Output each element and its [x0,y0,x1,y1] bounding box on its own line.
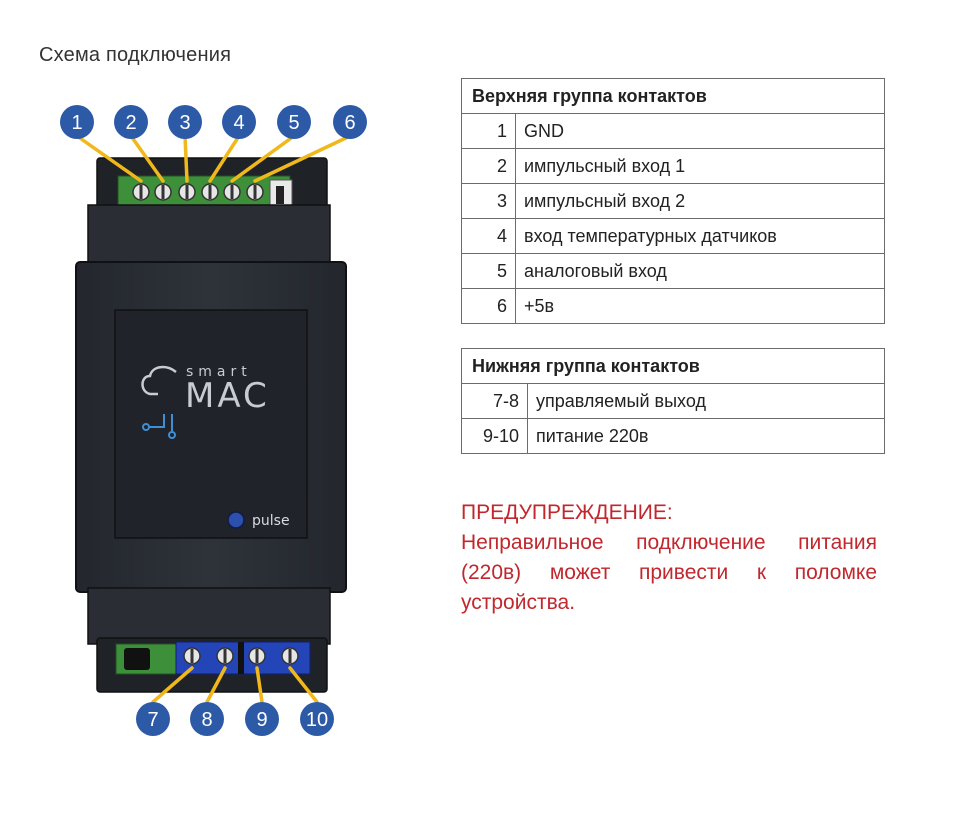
arrow-line [253,134,352,183]
logo-small-text: smart [186,364,252,380]
pin-marker-label: 6 [344,112,355,134]
warning-title: ПРЕДУПРЕЖДЕНИЕ: [461,501,673,524]
pin-marker: 5 [277,105,311,139]
screw-icon [248,647,266,665]
pin-marker: 8 [190,702,224,736]
screw-icon [246,183,264,201]
arrow-line [208,134,241,183]
arrow-line [183,134,189,183]
pin-marker: 1 [60,105,94,139]
device-diagram: smart MAC pulse 1 2 3 4 5 6 7 8 9 10 [60,105,367,736]
upper-shoulder [87,204,331,268]
pin-number: 7-8 [461,383,528,419]
screw-icon [178,183,196,201]
warning-text: Неправильное подключение питания (220в) … [461,531,877,614]
arrow-line [151,666,194,704]
arrow-line [288,666,319,704]
pin-description: вход температурных датчиков [515,218,885,254]
pin-marker: 10 [300,702,334,736]
pin-number: 2 [461,148,516,184]
bottom-table-header: Нижняя группа контактов [461,348,885,384]
arrow-line [230,134,296,183]
screw-icon [281,647,299,665]
lower-shoulder [87,587,331,645]
smartmac-logo: smart MAC [141,364,270,439]
pin-number: 3 [461,183,516,219]
pin-marker: 7 [136,702,170,736]
bottom-screws [183,647,299,665]
screw-icon [216,647,234,665]
circuit-icon [142,414,176,439]
pin-number: 6 [461,288,516,324]
logo-big-text: MAC [185,376,270,416]
screw-icon [223,183,241,201]
pin-marker-label: 4 [233,112,244,134]
pin-description: +5в [515,288,885,324]
top-table-header: Верхняя группа контактов [461,78,885,114]
pin-marker: 6 [333,105,367,139]
pin-number: 1 [461,113,516,149]
pin-description: питание 220в [527,418,885,454]
pin-marker: 2 [114,105,148,139]
arrow-line [75,134,143,183]
pin-number: 5 [461,253,516,289]
top-screws [132,183,264,201]
pin-marker-label: 3 [179,112,190,134]
arrow-line [255,666,264,704]
pin-description: управляемый выход [527,383,885,419]
pin-marker-label: 9 [256,709,267,731]
pin-number: 4 [461,218,516,254]
screw-icon [132,183,150,201]
pin-marker-label: 7 [147,709,158,731]
pin-number: 9-10 [461,418,528,454]
warning-block: ПРЕДУПРЕЖДЕНИЕ: Неправильное подключение… [461,498,877,618]
screw-icon [183,647,201,665]
screw-icon [201,183,219,201]
cloud-icon [141,365,177,396]
pin-marker-label: 10 [306,709,328,731]
arrow-line [205,666,227,704]
pin-description: импульсный вход 1 [515,148,885,184]
arrow-line [129,134,165,183]
pin-marker-label: 2 [125,112,136,134]
bottom-button [124,648,150,670]
pin-marker-label: 1 [71,112,82,134]
pointer-arrows [75,134,352,704]
pin-marker-label: 8 [201,709,212,731]
pin-description: импульсный вход 2 [515,183,885,219]
pin-marker: 3 [168,105,202,139]
pin-marker: 4 [222,105,256,139]
pulse-led-icon [227,511,245,529]
screw-icon [154,183,172,201]
top-contact-row: 6+5в [461,288,885,324]
pin-marker-label: 5 [288,112,299,134]
pin-markers: 1 2 3 4 5 6 7 8 9 10 [60,105,367,736]
page-title: Схема подключения [39,44,232,66]
pulse-label: pulse [252,513,290,529]
pin-marker: 9 [245,702,279,736]
pin-description: GND [515,113,885,149]
pin-description: аналоговый вход [515,253,885,289]
